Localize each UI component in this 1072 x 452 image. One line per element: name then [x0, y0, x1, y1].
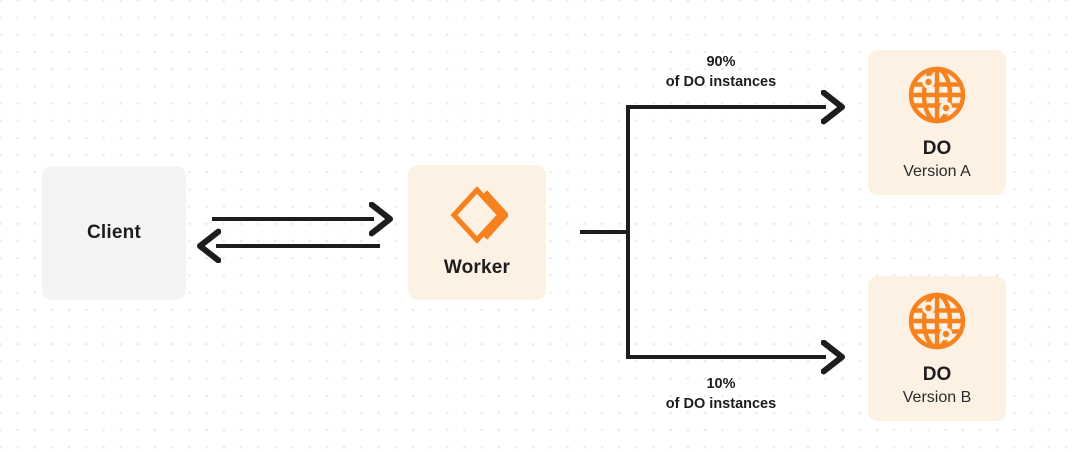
node-worker[interactable]: Worker: [408, 165, 546, 300]
edge-label-do-b: 10% of DO instances: [628, 374, 814, 414]
node-do-version-b[interactable]: DO Version B: [868, 276, 1006, 421]
cloudflare-workers-icon: [446, 186, 510, 244]
node-client[interactable]: Client: [42, 166, 186, 300]
durable-object-globe-icon: [906, 290, 968, 352]
edge-worker-to-do-b: [626, 232, 826, 357]
node-do-version-a[interactable]: DO Version A: [868, 50, 1006, 195]
node-worker-label: Worker: [443, 257, 511, 279]
edge-label-do-b-percent: 10%: [706, 376, 736, 392]
edge-label-do-b-detail: of DO instances: [665, 396, 777, 412]
edge-label-do-a: 90% of DO instances: [628, 52, 814, 92]
durable-object-globe-icon: [906, 64, 968, 126]
node-do-a-version: Version A: [903, 163, 971, 181]
edge-label-do-a-percent: 90%: [706, 54, 736, 70]
node-do-a-label: DO: [922, 138, 952, 160]
edge-label-do-a-detail: of DO instances: [665, 74, 777, 90]
node-client-label: Client: [87, 221, 141, 243]
node-do-b-label: DO: [922, 364, 952, 386]
node-do-b-version: Version B: [902, 389, 972, 407]
edge-worker-to-do-a: [626, 107, 826, 232]
